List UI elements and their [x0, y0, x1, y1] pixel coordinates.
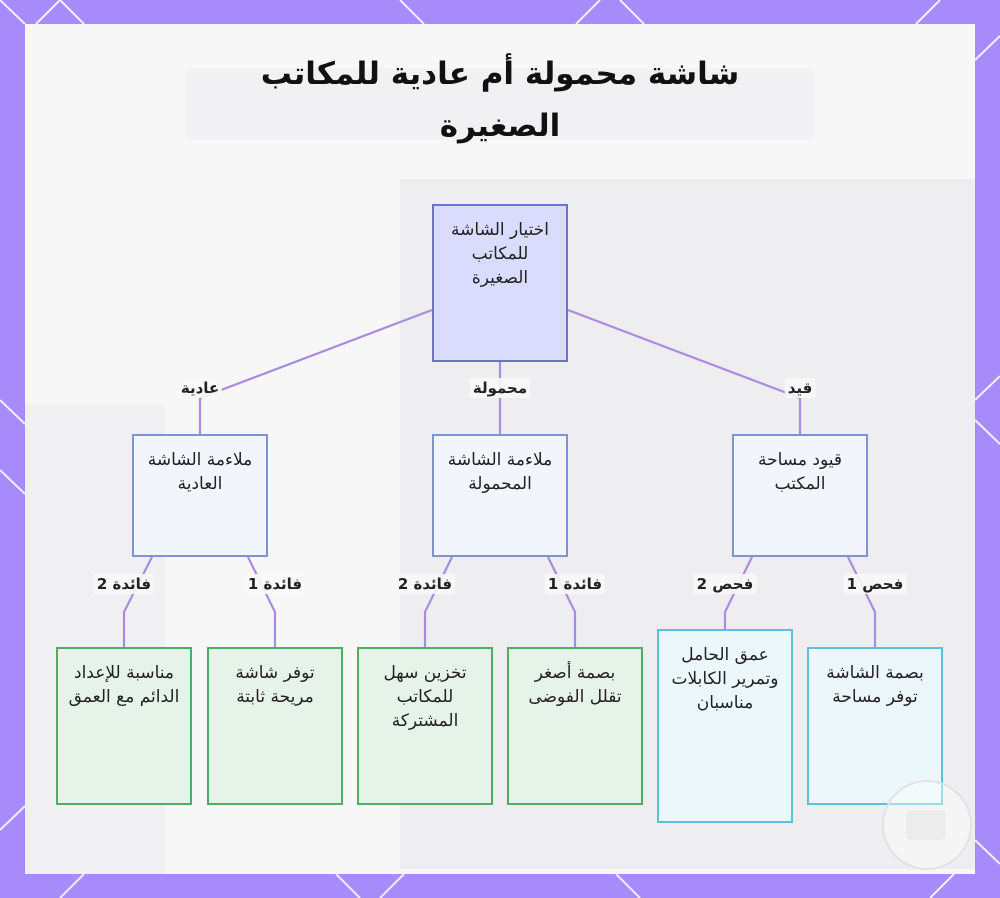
node-constraints: قيود مساحة المكتب	[732, 434, 868, 557]
node-root: اختيار الشاشة للمكاتب الصغيرة	[432, 204, 568, 362]
edge-constraints-check1	[847, 556, 877, 647]
edge-label-portable-b2: فائدة 2	[394, 574, 456, 594]
edge-label-regular-b1: فائدة 1	[244, 574, 306, 594]
edge-label-portable: محمولة	[469, 378, 531, 398]
watermark-logo	[882, 780, 972, 870]
node-regular-benefit-2: مناسبة للإعداد الدائم مع العمق	[56, 647, 192, 805]
node-regular-benefit-1: توفر شاشة مريحة ثابتة	[207, 647, 343, 805]
edge-label-check1: فحص 1	[843, 574, 907, 594]
node-check-2: عمق الحامل وتمرير الكابلات مناسبان	[657, 629, 793, 823]
edge-root-regular	[198, 308, 433, 434]
edge-label-check2: فحص 2	[693, 574, 757, 594]
edge-label-portable-b1: فائدة 1	[544, 574, 606, 594]
diagram-title: شاشة محمولة أم عادية للمكاتب الصغيرة	[260, 56, 740, 144]
watermark-shape	[906, 810, 946, 840]
edge-regular-b2	[122, 556, 153, 647]
edge-root-constraints	[567, 308, 802, 434]
edge-portable-b1	[547, 556, 577, 647]
edge-regular-b1	[247, 556, 277, 647]
edge-portable-b2	[423, 556, 453, 647]
edge-label-regular: عادية	[177, 378, 223, 398]
node-check-1: بصمة الشاشة توفر مساحة	[807, 647, 943, 805]
edge-label-regular-b2: فائدة 2	[93, 574, 155, 594]
node-portable-benefit-2: تخزين سهل للمكاتب المشتركة	[357, 647, 493, 805]
node-portable-benefit-1: بصمة أصغر تقلل الفوضى	[507, 647, 643, 805]
edge-label-constraints: قيد	[784, 378, 816, 398]
node-regular: ملاءمة الشاشة العادية	[132, 434, 268, 557]
node-portable: ملاءمة الشاشة المحمولة	[432, 434, 568, 557]
